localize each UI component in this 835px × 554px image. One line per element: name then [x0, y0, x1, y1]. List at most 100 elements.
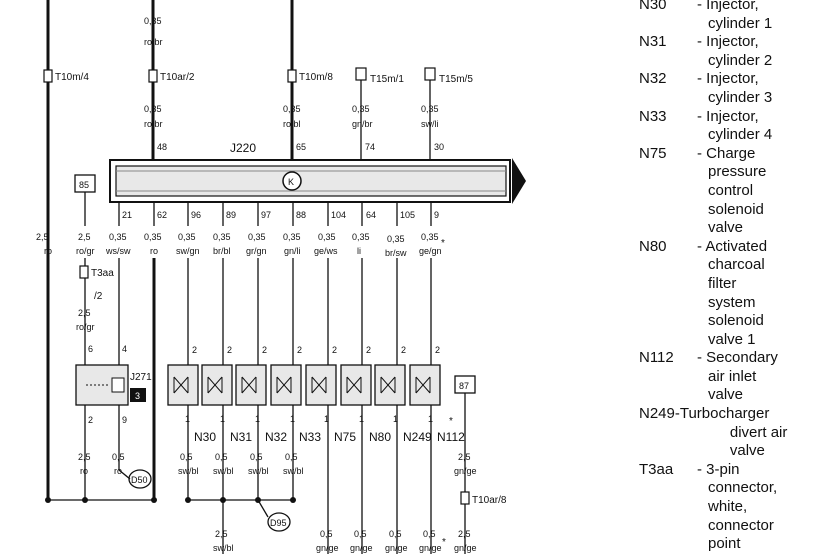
relay-label: J271 [130, 372, 152, 383]
pin-number: 30 [434, 142, 444, 152]
valve-label-n33: N33 [299, 430, 321, 444]
wire-color-label: sw/bl [283, 466, 304, 476]
wire-color-label: ro/gr [76, 322, 95, 332]
legend-code: N30 [639, 0, 667, 13]
bottom-wiring: 0,5 sw/bl 0,5 sw/bl 0,5 sw/bl 0,5 sw/bl … [45, 452, 507, 554]
wire-size-label: 0,5 [423, 529, 436, 539]
wire-size-label: 0,35 [248, 232, 266, 242]
wire-size-label: 0,5 [215, 452, 228, 462]
valve-n75 [305, 364, 337, 406]
legend-description-line: solenoid [708, 200, 764, 218]
wire-size-label: 0,5 [354, 529, 367, 539]
relay-pin: 4 [122, 344, 127, 354]
wire-size-label: 2,5 [78, 452, 91, 462]
valve-pin: 2 [366, 345, 371, 355]
connector-t15m-5: T15m/5 [439, 74, 473, 85]
wire-color-label: gn/ge [350, 543, 373, 553]
wire-color-label: gn/ge [419, 543, 442, 553]
legend-description-line: - Injector, [697, 107, 759, 125]
arrow-right-icon [512, 158, 526, 204]
wire-color-label: br/bl [213, 246, 231, 256]
wire-color-label: li [357, 246, 361, 256]
wire-color-label: ro [150, 246, 158, 256]
wire-size-label: 0,5 [180, 452, 193, 462]
legend-description: - Injector,cylinder 1 [697, 0, 835, 33]
relay-pin: 9 [122, 415, 127, 425]
legend-description: - Injector,cylinder 4 [697, 108, 835, 145]
legend-description-line: cylinder 2 [708, 51, 773, 69]
legend-description-line: valve 1 [708, 330, 756, 348]
wire-size-label: 0,35 [421, 104, 439, 114]
wire-color-label: gn/br [352, 119, 373, 129]
lower-wiring: 85 21 62 96 89 97 88 104 64 105 9 2,5 ro… [74, 174, 476, 500]
wire-color-label: gn/ge [316, 543, 339, 553]
valve-pin: 2 [297, 345, 302, 355]
legend-description-line: cylinder 4 [708, 126, 773, 144]
wire-color-label: ws/sw [105, 246, 131, 256]
control-unit-j220: J220 K [109, 141, 526, 204]
legend-description-line: valve [708, 386, 744, 404]
box-87: 87 [459, 381, 469, 391]
wire-size-label: 0,35 [318, 232, 336, 242]
legend-code: T3aa [639, 460, 674, 478]
wire-size-label: 0,5 [250, 452, 263, 462]
wire-size-label: 0,35 [283, 232, 301, 242]
legend-code: N75 [639, 144, 667, 162]
wire-color-label: ro/bl [283, 119, 301, 129]
connector-t10ar-8: T10ar/8 [472, 495, 507, 506]
legend-entry: N31 - Injector,cylinder 2 [639, 33, 835, 70]
wire-color-label: gn/ge [454, 466, 477, 476]
wire-size-label: 2,5 [78, 232, 91, 242]
ground-d50: D50 [131, 475, 148, 485]
legend-description-line: air inlet [708, 367, 757, 385]
wire-color-label: ro/br [144, 37, 163, 47]
pin-number: 62 [157, 210, 167, 220]
top-wiring: T10m/4 2,5 ro 0,35 ro/br T10ar/2 0,35 ro… [36, 0, 473, 500]
valve-n31 [201, 364, 233, 406]
connector-t3aa: T3aa [91, 268, 114, 279]
wire-size-label: 0,35 [144, 16, 162, 26]
legend-description-line: divert air [729, 423, 788, 441]
valve-pin: 2 [435, 345, 440, 355]
valve-label-n75: N75 [334, 430, 356, 444]
legend-description-line: - Injector, [697, 0, 759, 13]
box-85: 85 [79, 180, 89, 190]
wire-size-label: 0,35 [283, 104, 301, 114]
wire-color-label: ro [80, 466, 88, 476]
wire-size-label: 0,35 [387, 234, 405, 244]
legend-description-line: valve [729, 442, 765, 460]
legend-description-line: charcoal [708, 256, 765, 274]
wire-size-label: 0,5 [389, 529, 402, 539]
connector-t10m-4: T10m/4 [55, 72, 89, 83]
wire-color-label: ge/gn [419, 246, 442, 256]
valve-label-n112: N112 [437, 430, 465, 444]
valve-pin: 2 [227, 345, 232, 355]
legend-description: - Injector,cylinder 2 [697, 33, 835, 70]
wire-size-label: 0,35 [213, 232, 231, 242]
relay-pin: 6 [88, 344, 93, 354]
legend-description-line: valve [708, 219, 744, 237]
wire-size-label: 0,35 [178, 232, 196, 242]
ground-d95: D95 [270, 518, 287, 528]
control-unit-label: J220 [230, 141, 256, 155]
legend-entry: N30 - Injector,cylinder 1 [639, 0, 835, 33]
wire-size-label: 0,35 [109, 232, 127, 242]
connector-t10ar-2: T10ar/2 [160, 72, 195, 83]
wire-size-label: 2,5 [215, 529, 228, 539]
legend-code: N31 [639, 33, 667, 51]
valve-label-n32: N32 [265, 430, 287, 444]
legend-description-line: - Activated [697, 237, 768, 255]
pin-number: 64 [366, 210, 376, 220]
wire-color-label: sw/bl [213, 466, 234, 476]
pin-number: 96 [191, 210, 201, 220]
valve-pin: 2 [401, 345, 406, 355]
wire-color-label: ge/ws [314, 246, 338, 256]
valve-n249 [374, 364, 406, 406]
wire-size-label: 0,35 [144, 232, 162, 242]
legend-description-line: - 3-pin [697, 460, 740, 478]
legend-description-line: cylinder 3 [708, 88, 773, 106]
asterisk-mark: * [449, 416, 453, 427]
